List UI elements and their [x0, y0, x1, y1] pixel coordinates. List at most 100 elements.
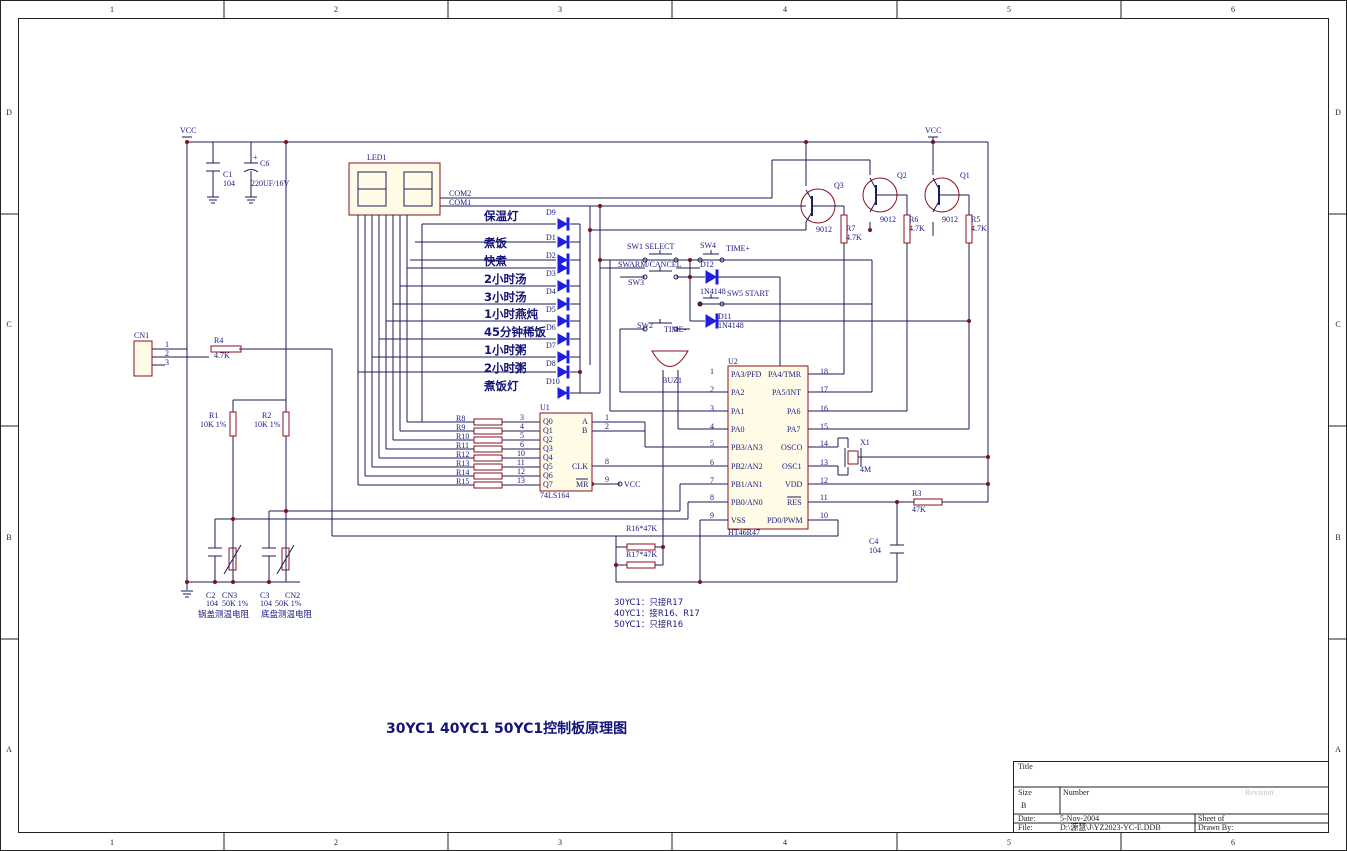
col-label-3-bottom: 3 — [558, 838, 562, 847]
svg-text:X1: X1 — [860, 438, 870, 447]
svg-text:9: 9 — [605, 475, 609, 484]
svg-text:104: 104 — [869, 546, 881, 555]
svg-text:14: 14 — [820, 439, 828, 448]
led-ref-d10: D10 — [546, 377, 560, 386]
svg-text:PA5/INT: PA5/INT — [772, 388, 801, 397]
connector-cn1: CN1 1 2 3 — [133, 331, 169, 377]
svg-text:R17*47K: R17*47K — [626, 550, 657, 559]
title-block-file-value: D:\源慧\J\YZ2023-YC-E.DDB — [1060, 822, 1161, 832]
svg-text:PA2: PA2 — [731, 388, 745, 397]
svg-text:15: 15 — [820, 422, 828, 431]
svg-text:47K: 47K — [912, 505, 926, 514]
title-block-title-label: Title — [1018, 762, 1033, 771]
svg-text:2: 2 — [165, 349, 169, 358]
led-label-keep-warm: 保温灯 — [483, 209, 519, 223]
svg-text:R4: R4 — [214, 336, 223, 345]
led-label-1h-stew: 1小时燕炖 — [484, 307, 539, 321]
svg-text:13: 13 — [517, 476, 525, 485]
led-ref-d4: D4 — [546, 287, 556, 296]
transistor-q1: Q1 9012 — [924, 171, 970, 224]
svg-text:OSC1: OSC1 — [782, 462, 802, 471]
svg-text:Q5: Q5 — [543, 462, 553, 471]
col-label-2-bottom: 2 — [334, 838, 338, 847]
led-label-1h-congee: 1小时粥 — [484, 343, 527, 357]
note-30yc1: 30YC1：只接R17 — [614, 597, 683, 608]
svg-text:R9: R9 — [456, 423, 465, 432]
svg-text:START: START — [745, 289, 769, 298]
svg-text:6: 6 — [520, 440, 524, 449]
indicator-leds: D9 D1 D2 D3 D4 D5 D6 D7 D8 D10 保温灯 煮饭 快煮… — [483, 208, 570, 400]
svg-text:PB2/AN2: PB2/AN2 — [731, 462, 763, 471]
svg-text:VDD: VDD — [785, 480, 803, 489]
transistor-q2: Q2 9012 — [862, 171, 907, 224]
svg-text:12: 12 — [517, 467, 525, 476]
svg-text:LED1: LED1 — [367, 153, 387, 162]
resistor-r1: R1 10K 1% — [200, 411, 237, 437]
svg-text:U2: U2 — [728, 357, 738, 366]
svg-text:1N4148: 1N4148 — [718, 321, 744, 330]
led-display-led1: LED1 COM2 COM1 — [348, 153, 471, 216]
svg-text:TIME-: TIME- — [664, 325, 687, 334]
svg-text:104: 104 — [206, 599, 218, 608]
diode-d12: D12 1N4148 — [700, 260, 726, 296]
variant-notes: 30YC1：只接R17 40YC1：接R16、R17 50YC1：只接R16 — [614, 597, 700, 630]
resistor-r16: R16*47K — [626, 524, 657, 551]
svg-text:C2: C2 — [206, 591, 215, 600]
resistor-r4: R4 4.7K — [210, 336, 242, 360]
switch-sw2: SW2 TIME- — [637, 319, 687, 334]
svg-text:B: B — [582, 426, 587, 435]
vcc-mr-label: VCC — [624, 480, 640, 489]
capacitor-c2: C2 104 — [206, 547, 222, 608]
title-block-number-label: Number — [1063, 788, 1090, 797]
svg-text:1: 1 — [165, 340, 169, 349]
led-label-cook-rice: 煮饭 — [483, 236, 507, 250]
title-block-sheet-label: Sheet of — [1198, 814, 1225, 823]
svg-text:C6: C6 — [260, 159, 269, 168]
svg-text:4: 4 — [520, 422, 524, 431]
svg-text:R1: R1 — [209, 411, 218, 420]
svg-text:3: 3 — [710, 404, 714, 413]
diode-d11: D11 1N4148 — [705, 312, 744, 330]
svg-text:2: 2 — [710, 385, 714, 394]
col-label-6: 6 — [1231, 5, 1235, 14]
svg-text:PA4/TMR: PA4/TMR — [768, 370, 802, 379]
svg-text:PA1: PA1 — [731, 407, 745, 416]
thermistor-cn2: CN2 50K 1% 底盘测温电阻 — [261, 544, 313, 620]
svg-text:11: 11 — [820, 493, 828, 502]
svg-text:10: 10 — [820, 511, 828, 520]
switch-sw4: SW4 TIME+ — [697, 241, 780, 263]
drawing-title: 30YC1 40YC1 50YC1控制板原理图 — [386, 720, 627, 737]
svg-text:12: 12 — [820, 476, 828, 485]
row-label-a: A — [6, 745, 12, 754]
svg-text:SW2: SW2 — [637, 321, 653, 330]
svg-text:R12: R12 — [456, 450, 469, 459]
svg-text:11: 11 — [517, 458, 525, 467]
row-label-d-right: D — [1335, 108, 1341, 117]
svg-text:CN2: CN2 — [285, 591, 300, 600]
svg-text:Q4: Q4 — [543, 453, 553, 462]
svg-text:VCC: VCC — [925, 126, 941, 135]
led-ref-d6: D6 — [546, 323, 556, 332]
title-block-drawn-label: Drawn By: — [1198, 823, 1233, 832]
title-block-size-value: B — [1021, 801, 1026, 810]
cn2-description: 底盘测温电阻 — [261, 609, 313, 620]
svg-text:MR: MR — [576, 480, 589, 489]
crystal-x1: X1 4M — [844, 438, 871, 475]
svg-text:R2: R2 — [262, 411, 271, 420]
col-label-5-bottom: 5 — [1007, 838, 1011, 847]
com2-label: COM2 — [449, 189, 471, 198]
led-ref-d5: D5 — [546, 305, 556, 314]
svg-text:U1: U1 — [540, 403, 550, 412]
row-label-b: B — [6, 533, 11, 542]
svg-text:1: 1 — [710, 367, 714, 376]
switch-sw5: SW5 START — [697, 289, 769, 307]
svg-text:R5: R5 — [971, 215, 980, 224]
svg-text:4: 4 — [710, 422, 714, 431]
svg-text:C3: C3 — [260, 591, 269, 600]
svg-text:BUZ1: BUZ1 — [662, 376, 682, 385]
svg-text:VCC: VCC — [180, 126, 196, 135]
led-ref-d7: D7 — [546, 341, 556, 350]
svg-text:13: 13 — [820, 458, 828, 467]
svg-text:+: + — [253, 153, 258, 162]
